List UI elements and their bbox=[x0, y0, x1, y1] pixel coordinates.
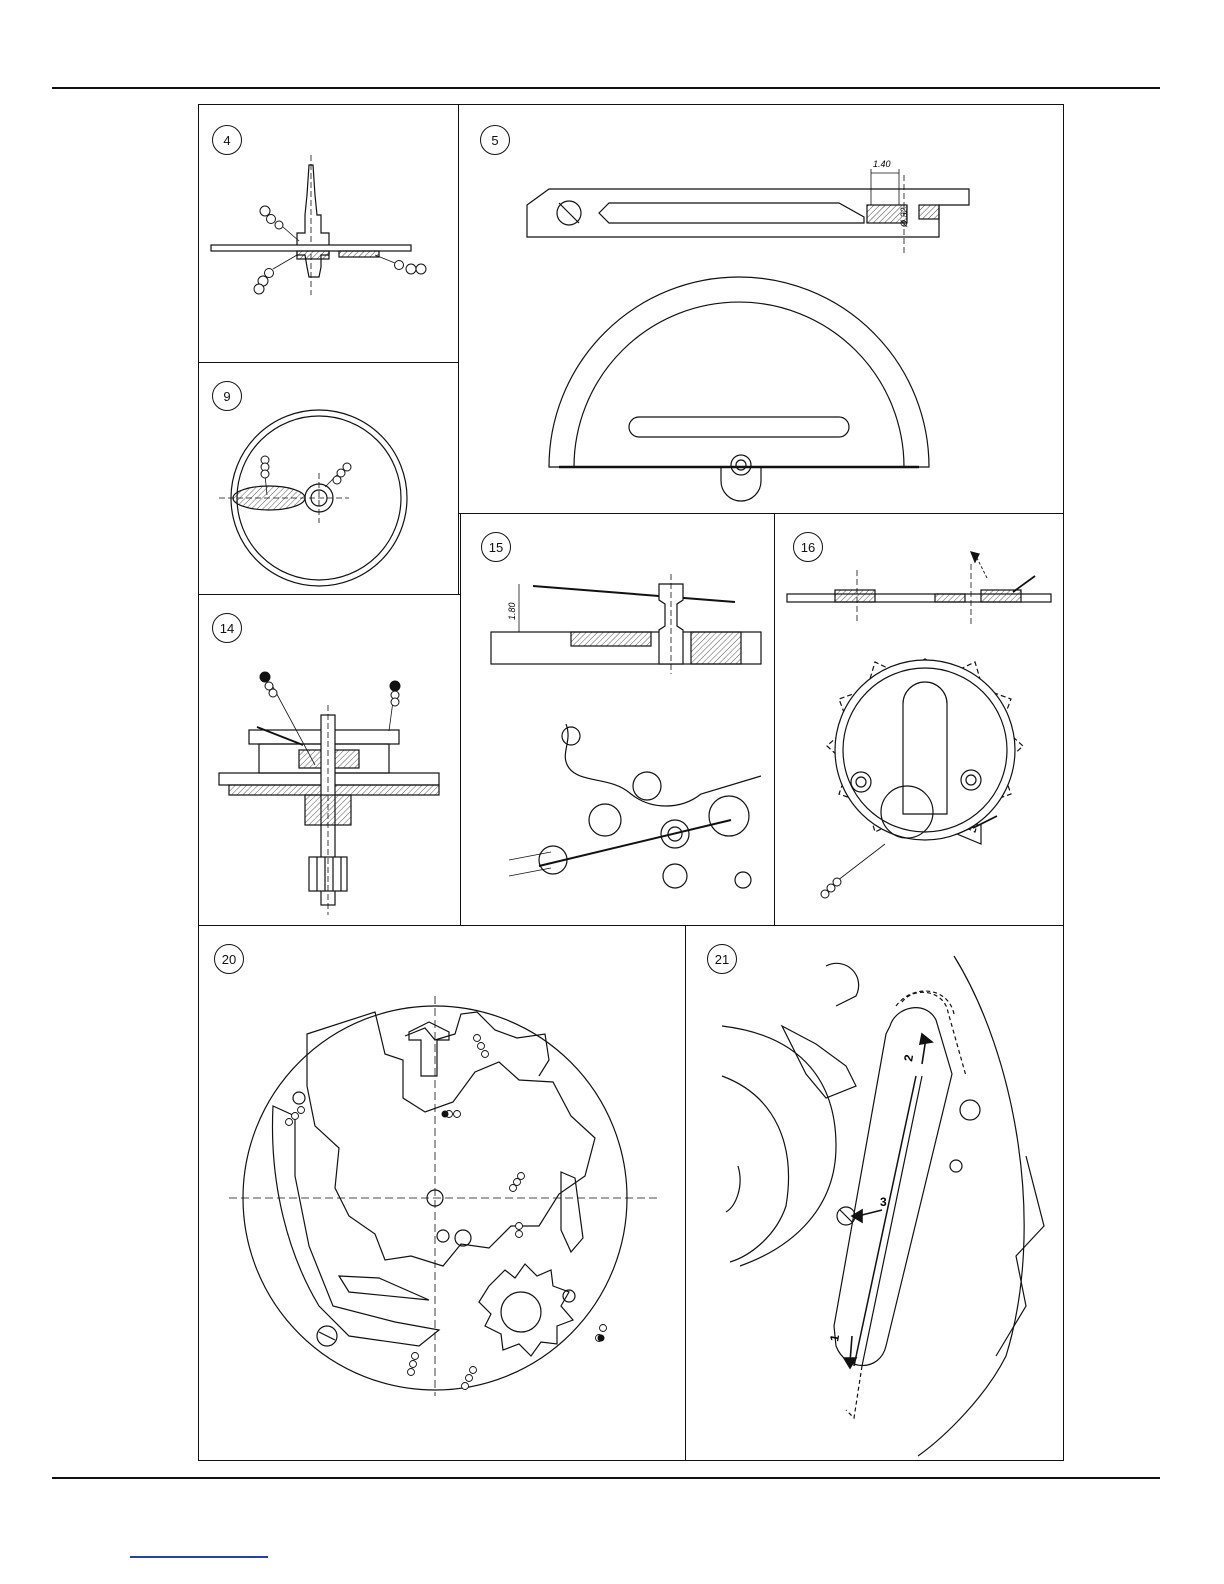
figure-5-dim-width: 1.40 bbox=[873, 159, 891, 169]
figure-16-panel: 16 bbox=[774, 513, 1064, 926]
top-rule bbox=[52, 87, 1160, 89]
figure-20-drawing bbox=[199, 926, 686, 1461]
figure-20-panel: 20 bbox=[198, 925, 686, 1461]
figure-5-dim-diameter: Ø.32 bbox=[899, 207, 909, 228]
figure-21-panel: 21 1 2 bbox=[685, 925, 1064, 1461]
figure-21-arrow-3-label: 3 bbox=[880, 1195, 887, 1209]
figure-15-drawing: 1.80 bbox=[461, 514, 775, 926]
figure-4-drawing bbox=[199, 105, 459, 363]
figure-21-drawing: 1 2 3 bbox=[686, 926, 1064, 1461]
figure-21-arrow-2-label: 2 bbox=[901, 1053, 916, 1062]
footer-link-underline[interactable] bbox=[130, 1556, 268, 1558]
figure-15-dim-height: 1.80 bbox=[507, 602, 517, 620]
figure-9-panel: 9 bbox=[198, 362, 459, 595]
figure-5-drawing: 1.40 Ø.32 bbox=[459, 105, 1064, 514]
figure-4-panel: 4 bbox=[198, 104, 459, 363]
bottom-rule bbox=[52, 1477, 1160, 1479]
figure-14-panel: 14 bbox=[198, 594, 461, 926]
figure-9-drawing bbox=[199, 363, 459, 595]
figure-16-drawing bbox=[775, 514, 1064, 926]
figure-5-panel: 5 1.40 Ø.32 bbox=[458, 104, 1064, 514]
figure-15-panel: 15 bbox=[460, 513, 775, 926]
figure-14-drawing bbox=[199, 595, 461, 926]
